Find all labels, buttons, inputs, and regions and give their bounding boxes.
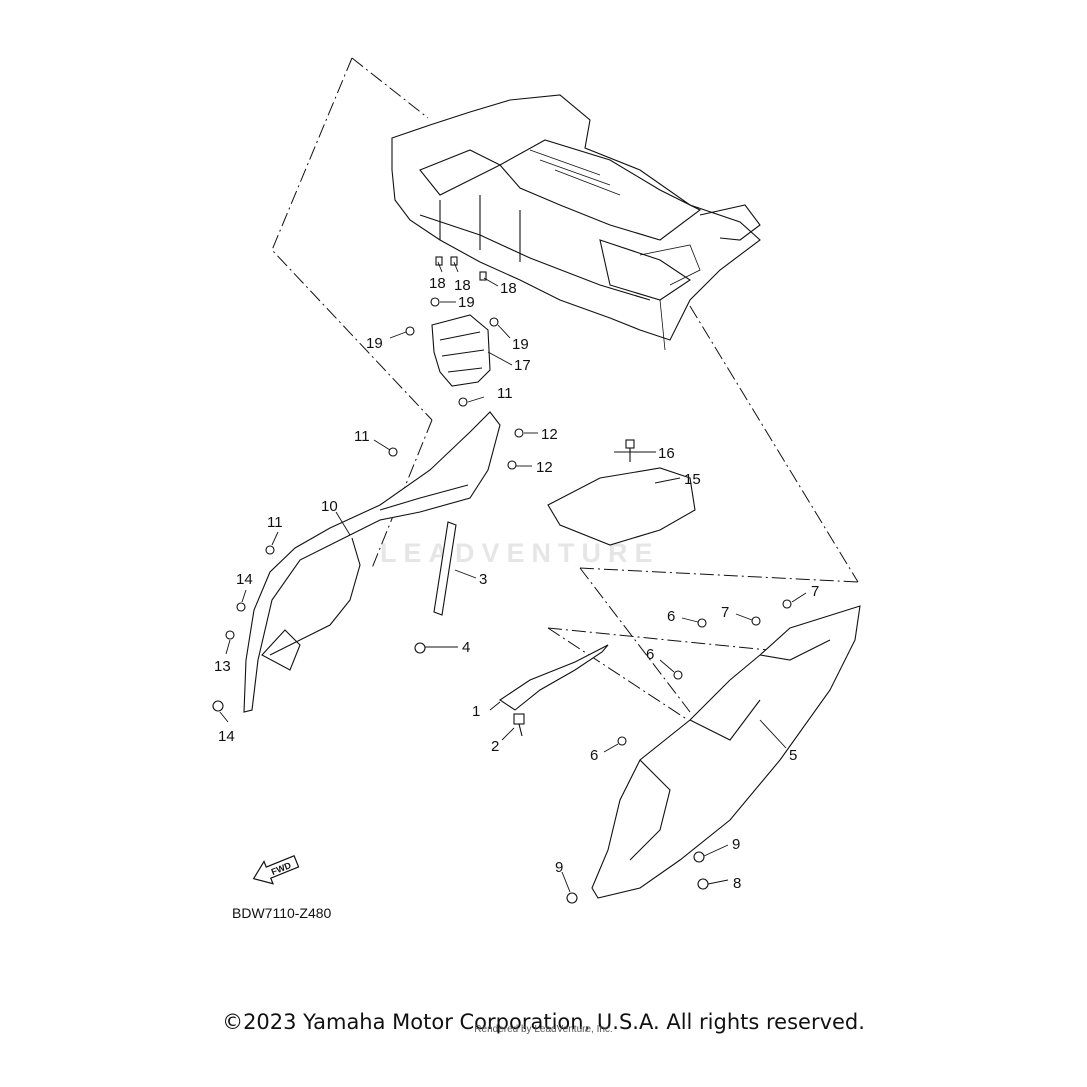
callout-19b: 19 bbox=[366, 335, 383, 352]
callout-18a: 18 bbox=[429, 275, 446, 292]
fwd-arrow: FWD bbox=[252, 855, 300, 885]
callout-19c: 19 bbox=[512, 336, 529, 353]
cover-17 bbox=[431, 314, 491, 387]
callout-11a: 11 bbox=[354, 428, 370, 445]
diagram-code: BDW7110-Z480 bbox=[232, 905, 332, 921]
callout-14b: 14 bbox=[218, 728, 235, 745]
bolt-2 bbox=[513, 713, 525, 737]
callout-9a: 9 bbox=[732, 836, 740, 853]
callout-7a: 7 bbox=[721, 604, 729, 621]
pad-15 bbox=[547, 467, 696, 546]
callout-12a: 12 bbox=[541, 426, 558, 443]
screws bbox=[212, 397, 792, 904]
callout-9b: 9 bbox=[555, 859, 563, 876]
callout-6c: 6 bbox=[590, 747, 598, 764]
callout-6a: 6 bbox=[667, 608, 675, 625]
callout-16: 16 bbox=[658, 445, 675, 462]
callout-5: 5 bbox=[789, 747, 797, 764]
callout-4: 4 bbox=[462, 639, 470, 656]
callout-labels: 1 2 3 4 5 6 6 6 7 7 8 9 9 10 11 11 11 12… bbox=[214, 275, 819, 892]
callout-17: 17 bbox=[514, 357, 531, 374]
callout-2: 2 bbox=[491, 738, 499, 755]
callout-19a: 19 bbox=[458, 294, 475, 311]
callout-15: 15 bbox=[684, 471, 701, 488]
callout-1: 1 bbox=[472, 703, 480, 720]
callout-12b: 12 bbox=[536, 459, 553, 476]
stay-1 bbox=[499, 644, 609, 711]
copyright-notice: ©2023 Yamaha Motor Corporation, U.S.A. A… bbox=[222, 1010, 865, 1034]
callout-10: 10 bbox=[321, 498, 338, 515]
callout-18c: 18 bbox=[500, 280, 517, 297]
callout-14a: 14 bbox=[236, 571, 253, 588]
leader-lines bbox=[219, 261, 807, 893]
upper-body-assembly bbox=[391, 94, 761, 351]
callout-8: 8 bbox=[733, 875, 741, 892]
bolt-16 bbox=[625, 439, 635, 462]
callout-18b: 18 bbox=[454, 277, 471, 294]
side-panel-10 bbox=[243, 411, 501, 713]
callout-11c: 11 bbox=[267, 514, 283, 531]
callout-7b: 7 bbox=[811, 583, 819, 600]
rendered-by-note: Rendered by LeadVenture, Inc. bbox=[474, 1024, 613, 1035]
callout-6b: 6 bbox=[646, 646, 654, 663]
callout-13: 13 bbox=[214, 658, 231, 675]
side-panel-5 bbox=[591, 605, 861, 899]
callout-11b: 11 bbox=[497, 385, 513, 402]
stay-3 bbox=[433, 521, 457, 616]
bolt-19 bbox=[405, 297, 499, 336]
callout-3: 3 bbox=[479, 571, 487, 588]
